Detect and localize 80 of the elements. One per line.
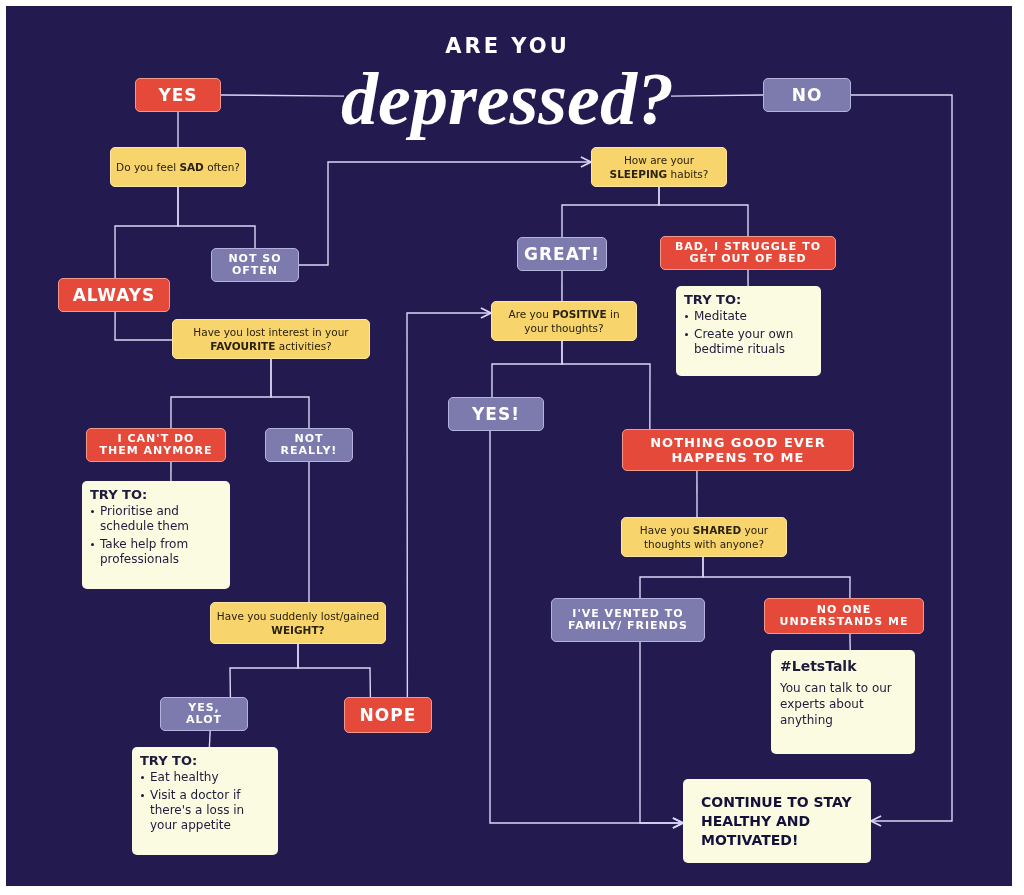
connector-line	[658, 186, 749, 237]
connector-line	[177, 186, 256, 249]
answer-box	[135, 78, 221, 112]
arrow	[639, 641, 684, 829]
connector-line	[270, 358, 310, 429]
connector-line	[114, 311, 173, 341]
answer-text: NO ONE UNDERSTANDS ME	[778, 604, 910, 628]
message-card	[771, 650, 915, 754]
tip-card	[676, 286, 821, 376]
answer-box	[160, 697, 248, 731]
answer-text: NOT SO OFTEN	[227, 253, 283, 277]
tip-item: Eat healthy	[150, 770, 219, 785]
answer-text: BAD, I STRUGGLE TO GET OUT OF BED	[673, 241, 823, 265]
question-text: Do you feel SAD often?	[116, 160, 240, 174]
connector-line	[308, 461, 310, 603]
answer-box	[86, 428, 226, 462]
answer-box	[211, 248, 299, 282]
answer-box	[622, 429, 854, 471]
question-text: How are your SLEEPING habits?	[608, 153, 710, 181]
tip-item: Take help from professionals	[100, 537, 190, 567]
answer-text: YES	[158, 86, 198, 104]
question-text: Are you POSITIVE in your thoughts?	[507, 307, 621, 335]
title-text: ARE YOU	[445, 34, 570, 58]
answer-box	[551, 598, 705, 642]
answer-text: I CAN'T DO THEM ANYMORE	[98, 433, 214, 457]
answer-box	[344, 697, 432, 733]
message-text: You can talk to our experts about anything	[780, 680, 893, 728]
title-script-text: depressed?	[341, 58, 674, 140]
connector-line	[696, 470, 698, 518]
question-text: Have you lost interest in your FAVOURITE activities?	[192, 325, 350, 353]
answer-text: NO	[791, 86, 823, 104]
answer-text: NOPE	[359, 706, 417, 724]
question-box	[110, 147, 246, 187]
hashtag-heading: #LetsTalk	[780, 658, 857, 674]
connector-line	[561, 340, 651, 430]
answer-box	[763, 78, 851, 112]
answer-text: YES!	[472, 405, 520, 423]
connector-line	[208, 730, 211, 748]
connector-line	[170, 461, 172, 482]
question-box	[621, 517, 787, 557]
question-box	[172, 319, 370, 359]
tip-card	[132, 747, 278, 855]
tip-heading: TRY TO:	[684, 292, 742, 307]
tip-heading: TRY TO:	[90, 487, 148, 502]
tip-item: Prioritise and schedule them	[100, 504, 190, 534]
connector-line	[747, 269, 749, 287]
connector-line	[177, 111, 179, 148]
answer-box	[517, 237, 607, 271]
question-box	[210, 602, 386, 644]
answer-text: NOT REALLY!	[279, 433, 339, 457]
answer-text: YES, ALOT	[185, 702, 223, 726]
answer-box	[660, 236, 836, 270]
connector-line	[220, 94, 345, 97]
question-text: Have you SHARED your thoughts with anyone?	[638, 523, 770, 551]
tip-heading: TRY TO:	[140, 753, 198, 768]
answer-text: I'VE VENTED TO FAMILY/ FRIENDS	[567, 608, 689, 632]
answer-text: ALWAYS	[72, 286, 156, 304]
question-box	[491, 301, 637, 341]
question-box	[591, 147, 727, 187]
answer-box	[58, 278, 170, 312]
question-text: Have you suddenly lost/gained WEIGHT?	[215, 609, 381, 637]
answer-text: NOTHING GOOD EVER HAPPENS TO ME	[649, 435, 827, 465]
tip-item: Meditate	[694, 309, 747, 324]
connector-line	[297, 643, 372, 698]
arrow	[850, 94, 953, 827]
answer-text: GREAT!	[524, 245, 600, 263]
connector-line	[849, 633, 851, 651]
answer-box	[448, 397, 544, 431]
connector-line	[561, 270, 563, 302]
answer-box	[265, 428, 353, 462]
tip-item: Visit a doctor if there's a loss in your appetite	[150, 788, 246, 833]
arrow	[406, 307, 492, 698]
result-text: CONTINUE TO STAY HEALTHY AND MOTIVATED!	[701, 792, 853, 850]
tip-item: Create your own bedtime rituals	[694, 327, 795, 357]
connector-line	[670, 94, 764, 97]
result-card	[683, 779, 871, 863]
tip-card	[82, 481, 230, 589]
arrow	[298, 156, 592, 266]
connector-line	[702, 556, 851, 599]
answer-box	[764, 598, 924, 634]
